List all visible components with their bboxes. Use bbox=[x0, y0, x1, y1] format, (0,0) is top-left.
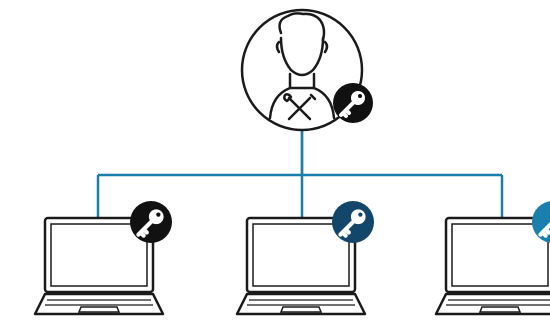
admin-avatar-circle bbox=[240, 8, 364, 132]
admin-node bbox=[240, 8, 373, 132]
laptop-icon bbox=[434, 216, 550, 316]
user-with-tools-icon bbox=[268, 12, 336, 121]
admin-key-badge bbox=[333, 83, 373, 123]
laptop-node-1 bbox=[33, 201, 172, 316]
connector-lines bbox=[96, 130, 504, 219]
laptop-node-2 bbox=[235, 201, 374, 316]
laptop-node-3 bbox=[434, 201, 550, 316]
